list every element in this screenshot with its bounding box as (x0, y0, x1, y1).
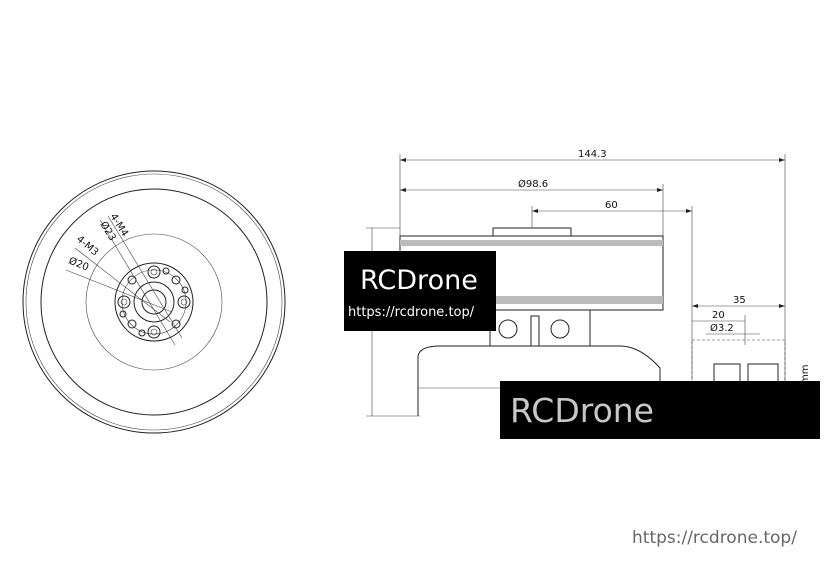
arrow-head (686, 209, 692, 213)
leader-line (99, 219, 176, 346)
m3-hole (119, 310, 127, 318)
hub-circle (114, 262, 194, 342)
dim-144-3: 144.3 (578, 149, 607, 160)
bracket (691, 339, 786, 385)
arm-mount (417, 345, 661, 416)
m4-hole-inner (180, 298, 188, 306)
leader-line (65, 269, 173, 313)
side-view: 144.3 Ø98.6 60 (366, 149, 811, 420)
arrow-head (692, 304, 698, 308)
footer-url-link[interactable]: https://rcdrone.top/ (632, 528, 797, 548)
m4-hole (177, 295, 191, 309)
dim-unit-fragment: mm (800, 365, 811, 384)
shaft-circle (141, 289, 167, 315)
m3-hole (127, 275, 137, 285)
m3-hole (181, 286, 189, 294)
inner-ring-circle (85, 233, 223, 371)
label-4-m3: 4-M3 (74, 234, 100, 258)
m3-hole (171, 275, 181, 285)
watermark-url: https://rcdrone.top/ (348, 305, 475, 320)
leader-line (107, 215, 183, 339)
arrow-head (400, 158, 406, 162)
watermark-brand: RCDrone (510, 391, 654, 430)
arrow-head (532, 209, 538, 213)
leader-line (74, 247, 171, 323)
m4-hole (117, 295, 131, 309)
m3-hole (138, 329, 146, 337)
outer-rim-circle (22, 170, 286, 434)
m3-hole (127, 319, 137, 329)
watermark-box: RCDrone https://rcdrone.top/ (344, 251, 496, 331)
m4-hole-inner (120, 298, 128, 306)
bolt-head (550, 319, 570, 339)
hole-pattern-circle (121, 269, 187, 335)
front-view: 4-M4 Ø23 4-M3 Ø20 (22, 170, 286, 434)
dim-d3-2: Ø3.2 (710, 322, 734, 334)
m4-hole (147, 325, 161, 339)
motor-base (489, 309, 591, 347)
m4-hole (147, 265, 161, 279)
outer-rim-inner-circle (25, 173, 283, 431)
arrow-head (779, 304, 785, 308)
watermark-box: RCDrone (500, 381, 820, 439)
dim-d98-6: Ø98.6 (518, 178, 548, 190)
dim-60: 60 (605, 200, 618, 211)
shaft-cap (492, 227, 572, 237)
m4-hole-inner (150, 268, 158, 276)
center-slot (530, 315, 540, 347)
dim-20: 20 (712, 310, 725, 321)
dim-35: 35 (733, 295, 746, 306)
bolt-head (498, 319, 518, 339)
m3-hole (162, 267, 170, 275)
arrow-head (400, 188, 406, 192)
arrow-head (657, 188, 663, 192)
shaft-collar-circle (133, 281, 175, 323)
watermark-brand: RCDrone (360, 265, 478, 296)
arrow-head (779, 158, 785, 162)
cooling-fins-bottom (400, 296, 663, 304)
bell-circle (40, 188, 268, 416)
m4-hole-inner (150, 328, 158, 336)
cooling-fins-top (400, 240, 663, 246)
